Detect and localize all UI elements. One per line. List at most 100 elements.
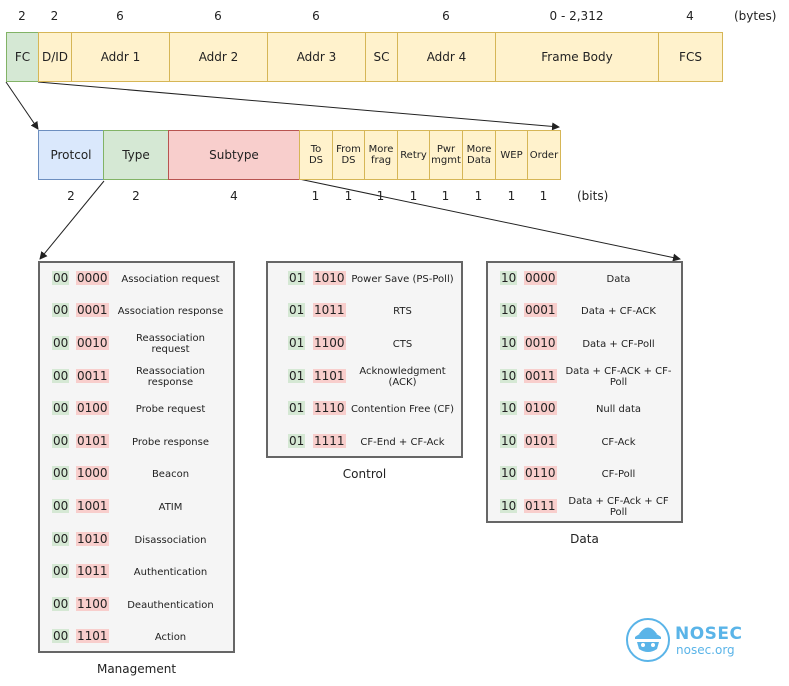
- fc-flag-order: Order: [527, 130, 561, 180]
- fc-to-order-line: [37, 81, 560, 131]
- type-bits: 01: [288, 401, 306, 415]
- subtype-label: Action: [154, 631, 187, 643]
- subtype-bits: 0110: [524, 466, 557, 480]
- subtype-label: CF-End + CF-Ack: [360, 436, 445, 448]
- list-item: 00 0001 Association response: [40, 301, 233, 321]
- list-item: 00 1010 Disassociation: [40, 530, 233, 550]
- fc-to-protocol-line: [5, 81, 39, 130]
- logo-name: NOSEC: [675, 624, 743, 644]
- subtype-bits: 1011: [76, 564, 109, 578]
- flag-label: mgmt: [431, 155, 461, 166]
- fc-flag-retry: Retry: [397, 130, 430, 180]
- subtype-label: RTS: [393, 305, 412, 317]
- subtype-bits: 1101: [313, 369, 346, 383]
- subtype-bits: 1010: [313, 271, 346, 285]
- list-item: 10 0011 Data + CF-ACK + CF-Poll: [488, 366, 681, 388]
- subtype-label: Authentication: [133, 566, 208, 578]
- flag-label: Pwr: [436, 144, 456, 155]
- subtype-bits: 0000: [524, 271, 557, 285]
- subtype-label: Probe request: [135, 403, 206, 415]
- subtype-bits: 0001: [76, 303, 109, 317]
- fc-size: 1: [344, 189, 353, 203]
- flag-label: Data: [467, 155, 491, 166]
- fc-size: 1: [409, 189, 418, 203]
- nosec-shield-icon: [626, 618, 670, 662]
- subtype-label: Data + CF-Poll: [582, 338, 655, 350]
- frame-size: 6: [116, 9, 124, 23]
- subtype-to-data-line: [298, 178, 681, 262]
- subtype-bits: 1110: [313, 401, 346, 415]
- type-bits: 10: [500, 271, 518, 285]
- list-item: 00 1000 Beacon: [40, 464, 233, 484]
- flag-label: Order: [529, 149, 559, 161]
- list-item: 01 1111 CF-End + CF-Ack: [268, 432, 461, 452]
- subtype-label: Acknowledgment (ACK): [359, 366, 446, 388]
- list-item: 00 0100 Probe request: [40, 399, 233, 419]
- frame-size: 4: [686, 9, 694, 23]
- type-bits: 01: [288, 369, 306, 383]
- fc-size: 1: [376, 189, 385, 203]
- type-bits: 10: [500, 466, 518, 480]
- list-item: 10 0110 CF-Poll: [488, 464, 681, 484]
- subtype-bits: 0011: [524, 369, 557, 383]
- list-item: 00 0000 Association request: [40, 269, 233, 289]
- subtype-bits: 1000: [76, 466, 109, 480]
- frame-field-frame-body: Frame Body: [495, 32, 659, 82]
- subtype-bits: 0100: [524, 401, 557, 415]
- subtype-label: Disassociation: [134, 534, 207, 546]
- type-bits: 10: [500, 499, 518, 513]
- fc-size: 1: [311, 189, 320, 203]
- data-panel: 10 0000 Data 10 0001 Data + CF-ACK 10 00…: [486, 261, 683, 523]
- list-item: 00 1001 ATIM: [40, 497, 233, 517]
- subtype-bits: 0100: [76, 401, 109, 415]
- fc-field-type: Type: [103, 130, 169, 180]
- subtype-bits: 1010: [76, 532, 109, 546]
- frame-field-addr2: Addr 2: [169, 32, 268, 82]
- frame-size: 6: [214, 9, 222, 23]
- flag-label: More: [466, 144, 492, 155]
- subtype-label: CTS: [392, 338, 413, 350]
- fc-size: 1: [539, 189, 548, 203]
- subtype-label: Data + CF-ACK + CF-Poll: [565, 366, 672, 388]
- subtype-bits: 1111: [313, 434, 346, 448]
- frame-size: 6: [312, 9, 320, 23]
- flag-label: frag: [370, 155, 392, 166]
- type-bits: 10: [500, 401, 518, 415]
- flag-label: To: [310, 144, 322, 155]
- fc-size: 1: [474, 189, 483, 203]
- type-bits: 00: [52, 499, 70, 513]
- management-caption: Management: [96, 662, 177, 676]
- frame-field-addr3: Addr 3: [267, 32, 366, 82]
- subtype-label: CF-Ack: [601, 436, 636, 448]
- list-item: 10 0111 Data + CF-Ack + CF Poll: [488, 496, 681, 518]
- subtype-label: Reassociation response: [136, 366, 205, 388]
- frame-size: 2: [18, 9, 26, 23]
- subtype-bits: 1101: [76, 629, 109, 643]
- fc-size: 2: [67, 189, 75, 203]
- fc-size: 2: [132, 189, 140, 203]
- frame-field-addr4: Addr 4: [397, 32, 496, 82]
- frame-field-addr1: Addr 1: [71, 32, 170, 82]
- subtype-label: Deauthentication: [127, 599, 214, 611]
- list-item: 00 0010 Reassociation request: [40, 333, 233, 355]
- fc-size-unit: (bits): [577, 189, 609, 203]
- list-item: 10 0000 Data: [488, 269, 681, 289]
- subtype-label: Null data: [595, 403, 642, 415]
- frame-field-fcs: FCS: [658, 32, 723, 82]
- type-bits: 01: [288, 434, 306, 448]
- type-bits: 00: [52, 564, 70, 578]
- frame-size: 6: [442, 9, 450, 23]
- subtype-bits: 1100: [313, 336, 346, 350]
- subtype-label: CF-Poll: [601, 468, 636, 480]
- fc-flag-wep: WEP: [495, 130, 528, 180]
- type-bits: 00: [52, 597, 70, 611]
- type-bits: 00: [52, 434, 70, 448]
- subtype-bits: 1100: [76, 597, 109, 611]
- type-bits: 01: [288, 336, 306, 350]
